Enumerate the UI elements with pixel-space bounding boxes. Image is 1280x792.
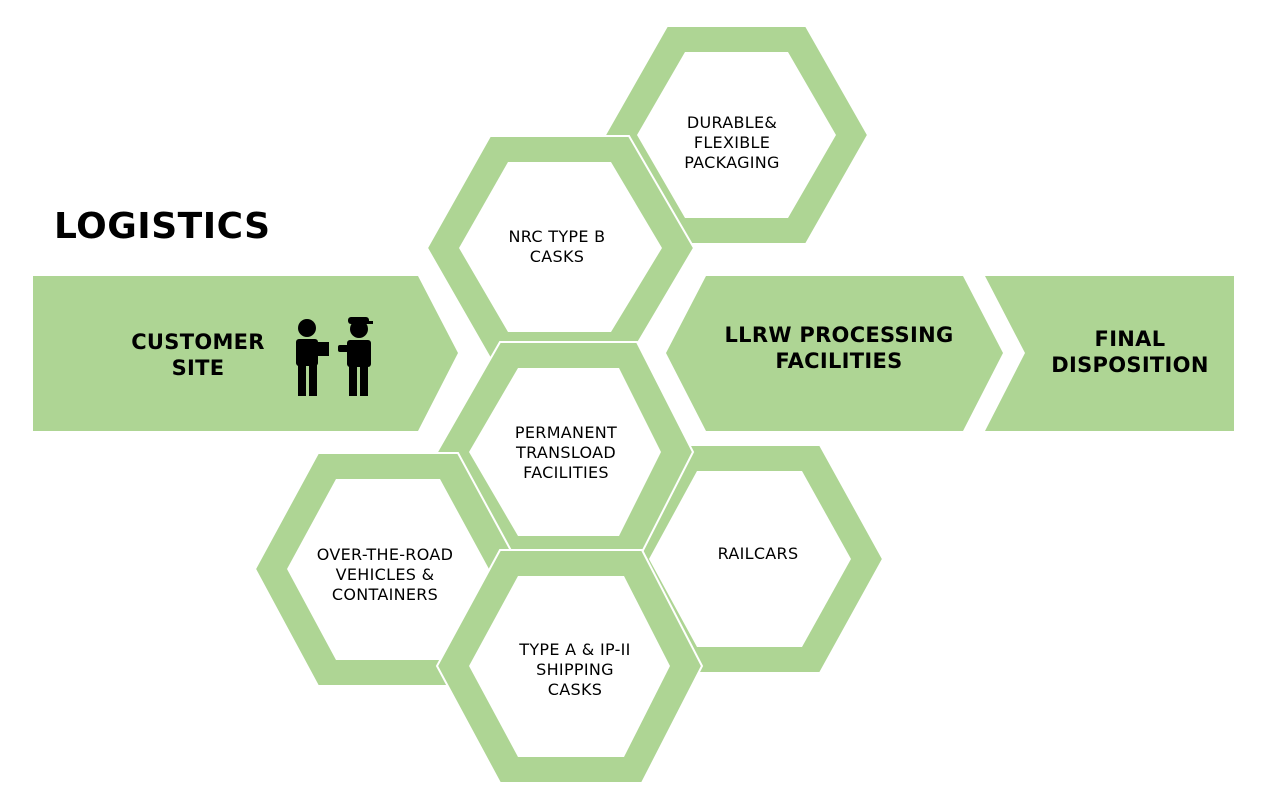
final-disposition-chevron-shape <box>985 276 1234 431</box>
llrw-processing-chevron-shape <box>666 276 1003 431</box>
llrw-processing-label: LLRW PROCESSING FACILITIES <box>724 323 954 373</box>
hex-label-nrc-type-b: NRC TYPE B CASKS <box>508 227 606 266</box>
hex-label-railcars: RAILCARS <box>717 544 799 563</box>
final-disposition-label: FINAL DISPOSITION <box>1051 327 1209 377</box>
hex-label-over-the-road: OVER-THE-ROAD VEHICLES & CONTAINERS <box>316 545 454 604</box>
customer-site-label: CUSTOMER SITE <box>131 330 265 380</box>
hexagon-type-a-ip-ii <box>435 549 704 784</box>
hexagon-durable-packaging <box>603 25 870 245</box>
hex-label-permanent-transload: PERMANENT TRANSLOAD FACILITIES <box>514 423 618 482</box>
hexagon-permanent-transload <box>435 341 695 563</box>
delivery-handoff-icon <box>296 317 373 396</box>
hexagon-nrc-type-b <box>425 135 696 359</box>
hex-label-durable-packaging: DURABLE& FLEXIBLE PACKAGING <box>684 113 780 172</box>
hexagon-railcars <box>615 444 885 674</box>
diagram-title: LOGISTICS <box>54 206 271 247</box>
hex-label-type-a-ip-ii: TYPE A & IP-II SHIPPING CASKS <box>519 640 631 699</box>
